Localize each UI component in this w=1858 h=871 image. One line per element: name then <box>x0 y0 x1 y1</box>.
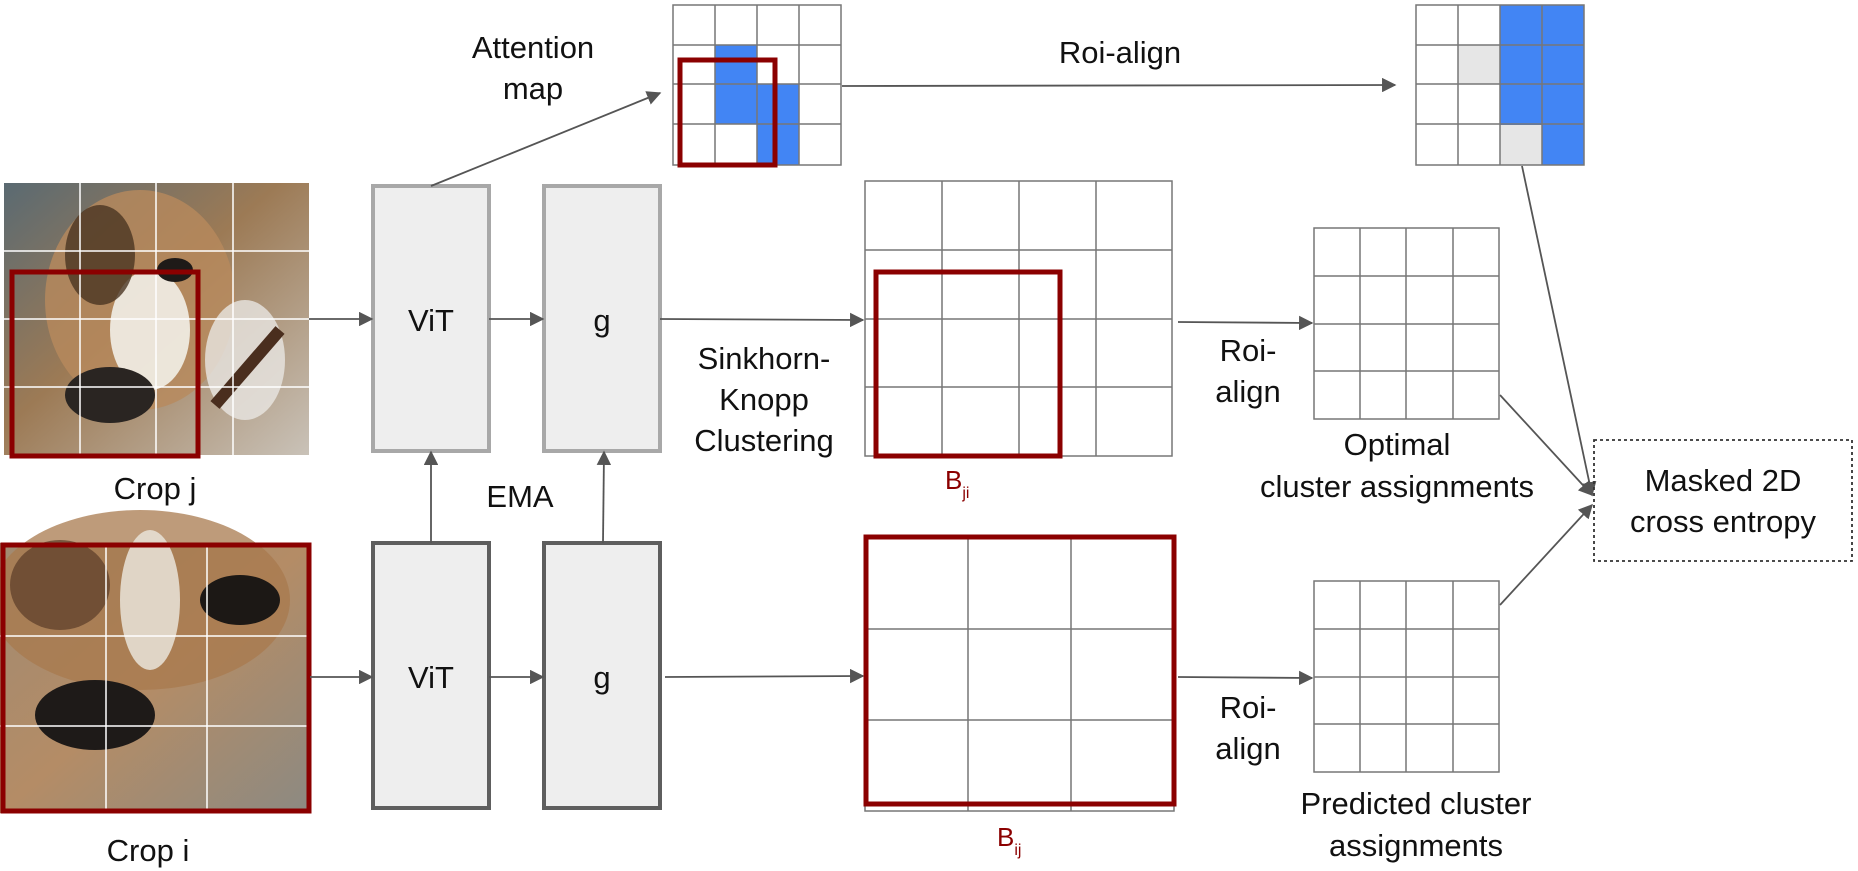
sinkhorn-label-1: Sinkhorn- <box>698 341 831 376</box>
predicted-assignments-grid <box>1313 580 1500 773</box>
predicted-label-2: assignments <box>1329 828 1503 863</box>
predicted-label-1: Predicted cluster <box>1301 786 1532 821</box>
loss-label-2: cross entropy <box>1630 504 1817 539</box>
loss-box <box>1593 439 1853 562</box>
attention-map-label-1: Attention <box>472 30 594 65</box>
vit-teacher-label: ViT <box>408 303 454 338</box>
teacher-cluster-grid <box>864 180 1173 459</box>
crop-i-label: Crop i <box>107 833 190 868</box>
arrow-mask-to-loss <box>1521 165 1597 497</box>
ema-label: EMA <box>486 479 554 514</box>
arrow-attention-roi-align <box>841 77 1397 93</box>
g-student-label: g <box>593 660 610 695</box>
b-ji-label: Bji <box>945 465 969 502</box>
roi-align-mid-label-2: align <box>1215 374 1281 409</box>
sinkhorn-label-2: Knopp <box>719 382 809 417</box>
arrow-g-to-features <box>664 668 865 684</box>
arrow-vit-to-attention <box>430 91 662 187</box>
crop-i-grid <box>0 543 310 813</box>
roi-align-top-label: Roi-align <box>1059 35 1181 70</box>
crop-i-image <box>0 510 310 813</box>
arrow-features-to-roi <box>1177 670 1314 686</box>
crop-i-overlap-box <box>0 542 312 814</box>
roi-align-bot-label-1: Roi- <box>1220 690 1277 725</box>
g-student-box <box>542 541 662 810</box>
roi-aligned-mask <box>1415 4 1585 166</box>
loss-label-1: Masked 2D <box>1645 463 1802 498</box>
optimal-label-1: Optimal <box>1344 427 1451 462</box>
arrow-optimal-to-loss <box>1499 394 1593 497</box>
attention-map-label-2: map <box>503 71 563 106</box>
vit-student-label: ViT <box>408 660 454 695</box>
vit-student-box <box>371 541 491 810</box>
crop-j-overlap-box <box>9 269 201 459</box>
sinkhorn-label-3: Clustering <box>694 423 834 458</box>
roi-align-bot-label-2: align <box>1215 731 1281 766</box>
arrow-ema-g <box>596 450 612 544</box>
roi-align-mid-label-1: Roi- <box>1220 333 1277 368</box>
b-ij-label: Bij <box>997 822 1021 859</box>
g-teacher-label: g <box>593 303 610 338</box>
optimal-assignments-grid <box>1313 227 1500 420</box>
optimal-label-2: cluster assignments <box>1260 469 1534 504</box>
crop-j-label: Crop j <box>114 471 197 506</box>
arrow-g-to-sinkhorn <box>659 312 865 328</box>
student-feature-grid <box>863 534 1177 812</box>
arrow-predicted-to-loss <box>1499 503 1593 606</box>
arrow-clusters-to-roi <box>1177 315 1314 331</box>
attention-map <box>672 4 842 168</box>
crop-j-grid <box>4 183 309 455</box>
